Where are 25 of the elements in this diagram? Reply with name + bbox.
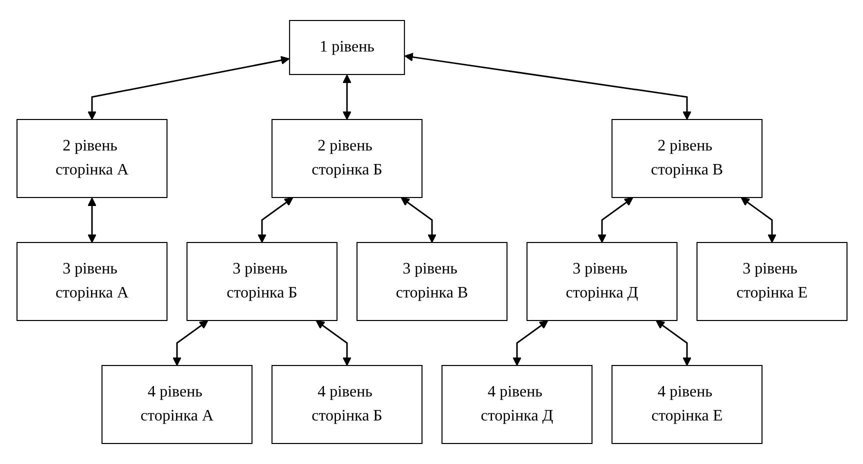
node-box: 3 рівень сторінка В [356, 242, 507, 321]
node-box: 4 рівень сторінка А [101, 365, 252, 444]
node-box: 3 рівень сторінка Д [526, 242, 677, 321]
node-box: 4 рівень сторінка Е [611, 365, 762, 444]
arrow [512, 320, 548, 366]
arrow [87, 198, 96, 243]
arrow [655, 320, 691, 366]
arrow [172, 320, 208, 366]
arrow [87, 56, 290, 120]
node-box: 3 рівень сторінка Е [696, 242, 847, 321]
node-box: 4 рівень сторінка Б [271, 365, 422, 444]
arrow [400, 197, 436, 243]
node-box: 2 рівень сторінка Б [271, 119, 422, 198]
arrow [342, 74, 351, 120]
arrow [404, 52, 691, 120]
arrow [597, 197, 633, 243]
arrow [315, 320, 351, 366]
arrow [740, 197, 776, 243]
node-box: 4 рівень сторінка Д [441, 365, 592, 444]
arrow [257, 197, 293, 243]
node-box: 1 рівень [288, 20, 404, 75]
node-box: 2 рівень сторінка В [611, 119, 762, 198]
node-box: 2 рівень сторінка А [16, 119, 167, 198]
node-box: 3 рівень сторінка А [16, 242, 167, 321]
node-box: 3 рівень сторінка Б [186, 242, 337, 321]
